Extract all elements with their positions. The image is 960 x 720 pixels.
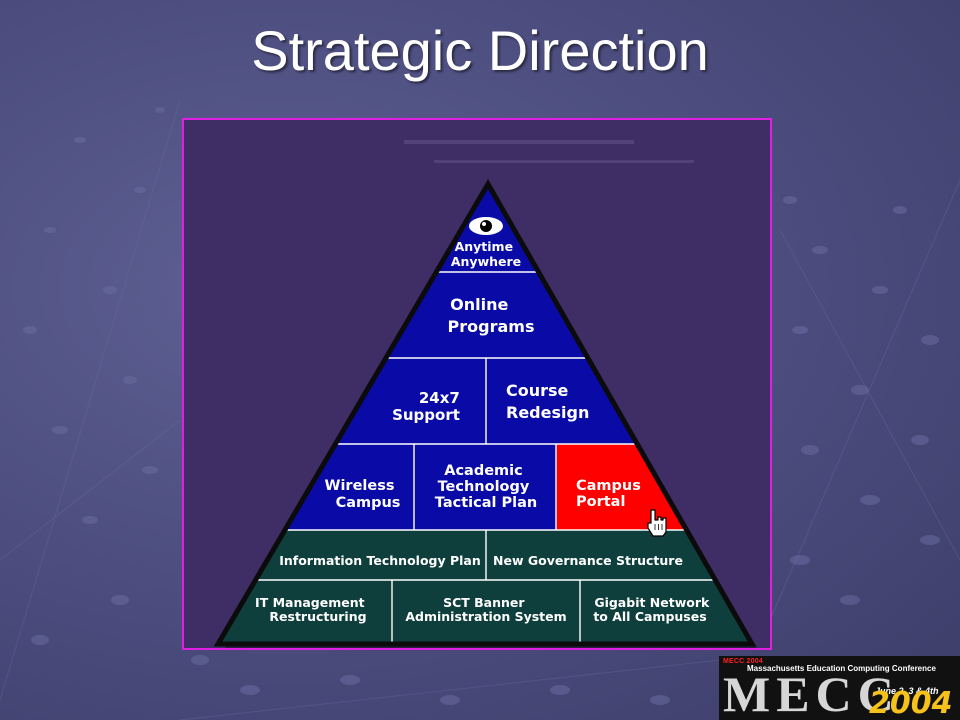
logo-wordmark: MECC	[723, 666, 900, 720]
tier-6-bg	[218, 580, 752, 644]
svg-text:Wireless Campus: Wireless Campus	[324, 478, 400, 511]
campus-portal-line-2: Portal	[576, 494, 625, 510]
hand-pointer-icon	[647, 509, 667, 537]
tier-1-line-2: Anywhere	[451, 254, 521, 269]
svg-text:Anytime Anywhere: Anytime Anywhere	[451, 239, 521, 269]
academic-tech-line-2: Technology	[438, 479, 530, 495]
svg-text:Campus Portal: Campus Portal	[576, 478, 646, 510]
svg-text:IT Management Restructur: IT Management Restructuring	[255, 595, 369, 624]
sct-banner-line-2: Administration System	[405, 609, 566, 624]
course-redesign-line-2: Redesign	[506, 403, 589, 422]
slide-title: Strategic Direction	[251, 19, 709, 82]
tier-3-bg	[218, 358, 752, 444]
academic-tech-line-3: Tactical Plan	[435, 495, 537, 511]
online-programs-line-1: Online	[450, 295, 508, 314]
svg-text:SCT Banner Administratio: SCT Banner Administration System	[405, 595, 566, 624]
sct-banner-line-1: SCT Banner	[443, 595, 525, 610]
support-line-1: 24x7	[419, 389, 460, 407]
svg-text:Academic Technology: Academic Technology Tactical Plan	[435, 463, 537, 511]
it-mgmt-line-2: Restructuring	[269, 609, 366, 624]
logo-dates: June 2, 3 & 4th	[875, 686, 939, 696]
campus-portal-line-1: Campus	[576, 478, 641, 494]
it-plan-label: Information Technology Plan	[279, 553, 481, 568]
svg-text:Course Redesign: Course Redesign	[506, 381, 589, 422]
panel-faint-marks	[404, 140, 694, 163]
pyramid-diagram: Anytime Anywhere Online Programs 24x7 Su…	[213, 140, 757, 648]
pyramid-outline	[213, 179, 757, 647]
mecc-2004-logo: MECC 2004 Massachusetts Education Comput…	[719, 656, 960, 720]
svg-text:Gigabit Network to All C: Gigabit Network to All Campuses	[593, 595, 713, 624]
logo-subtitle: Massachusetts Education Computing Confer…	[747, 664, 936, 673]
svg-text:Online Programs: Online Programs	[448, 295, 535, 336]
online-programs-line-2: Programs	[448, 317, 535, 336]
governance-label: New Governance Structure	[493, 553, 683, 568]
academic-tech-line-1: Academic	[444, 463, 523, 479]
logo-year: 2004	[869, 686, 953, 720]
svg-text:Information Technology Plan: Information Technology Plan	[279, 553, 481, 568]
gigabit-line-2: to All Campuses	[593, 609, 706, 624]
tier-2-bg	[218, 272, 752, 358]
wireless-campus-line-1: Wireless	[324, 478, 394, 494]
gigabit-line-1: Gigabit Network	[594, 595, 710, 610]
tier-5-bg	[218, 530, 752, 580]
wireless-campus-line-2: Campus	[336, 495, 401, 511]
svg-text:New Governance Structure: New Governance Structure	[493, 553, 683, 568]
eye-icon	[469, 217, 503, 235]
support-line-2: Support	[392, 406, 460, 424]
course-redesign-line-1: Course	[506, 381, 569, 400]
tier-1-line-1: Anytime	[455, 239, 513, 254]
logo-red-text: MECC 2004	[723, 658, 763, 665]
svg-text:24x7 Support: 24x7 Support	[392, 389, 465, 424]
pyramid-figure: Anytime Anywhere Online Programs 24x7 Su…	[182, 118, 772, 650]
it-mgmt-line-1: IT Management	[255, 595, 365, 610]
